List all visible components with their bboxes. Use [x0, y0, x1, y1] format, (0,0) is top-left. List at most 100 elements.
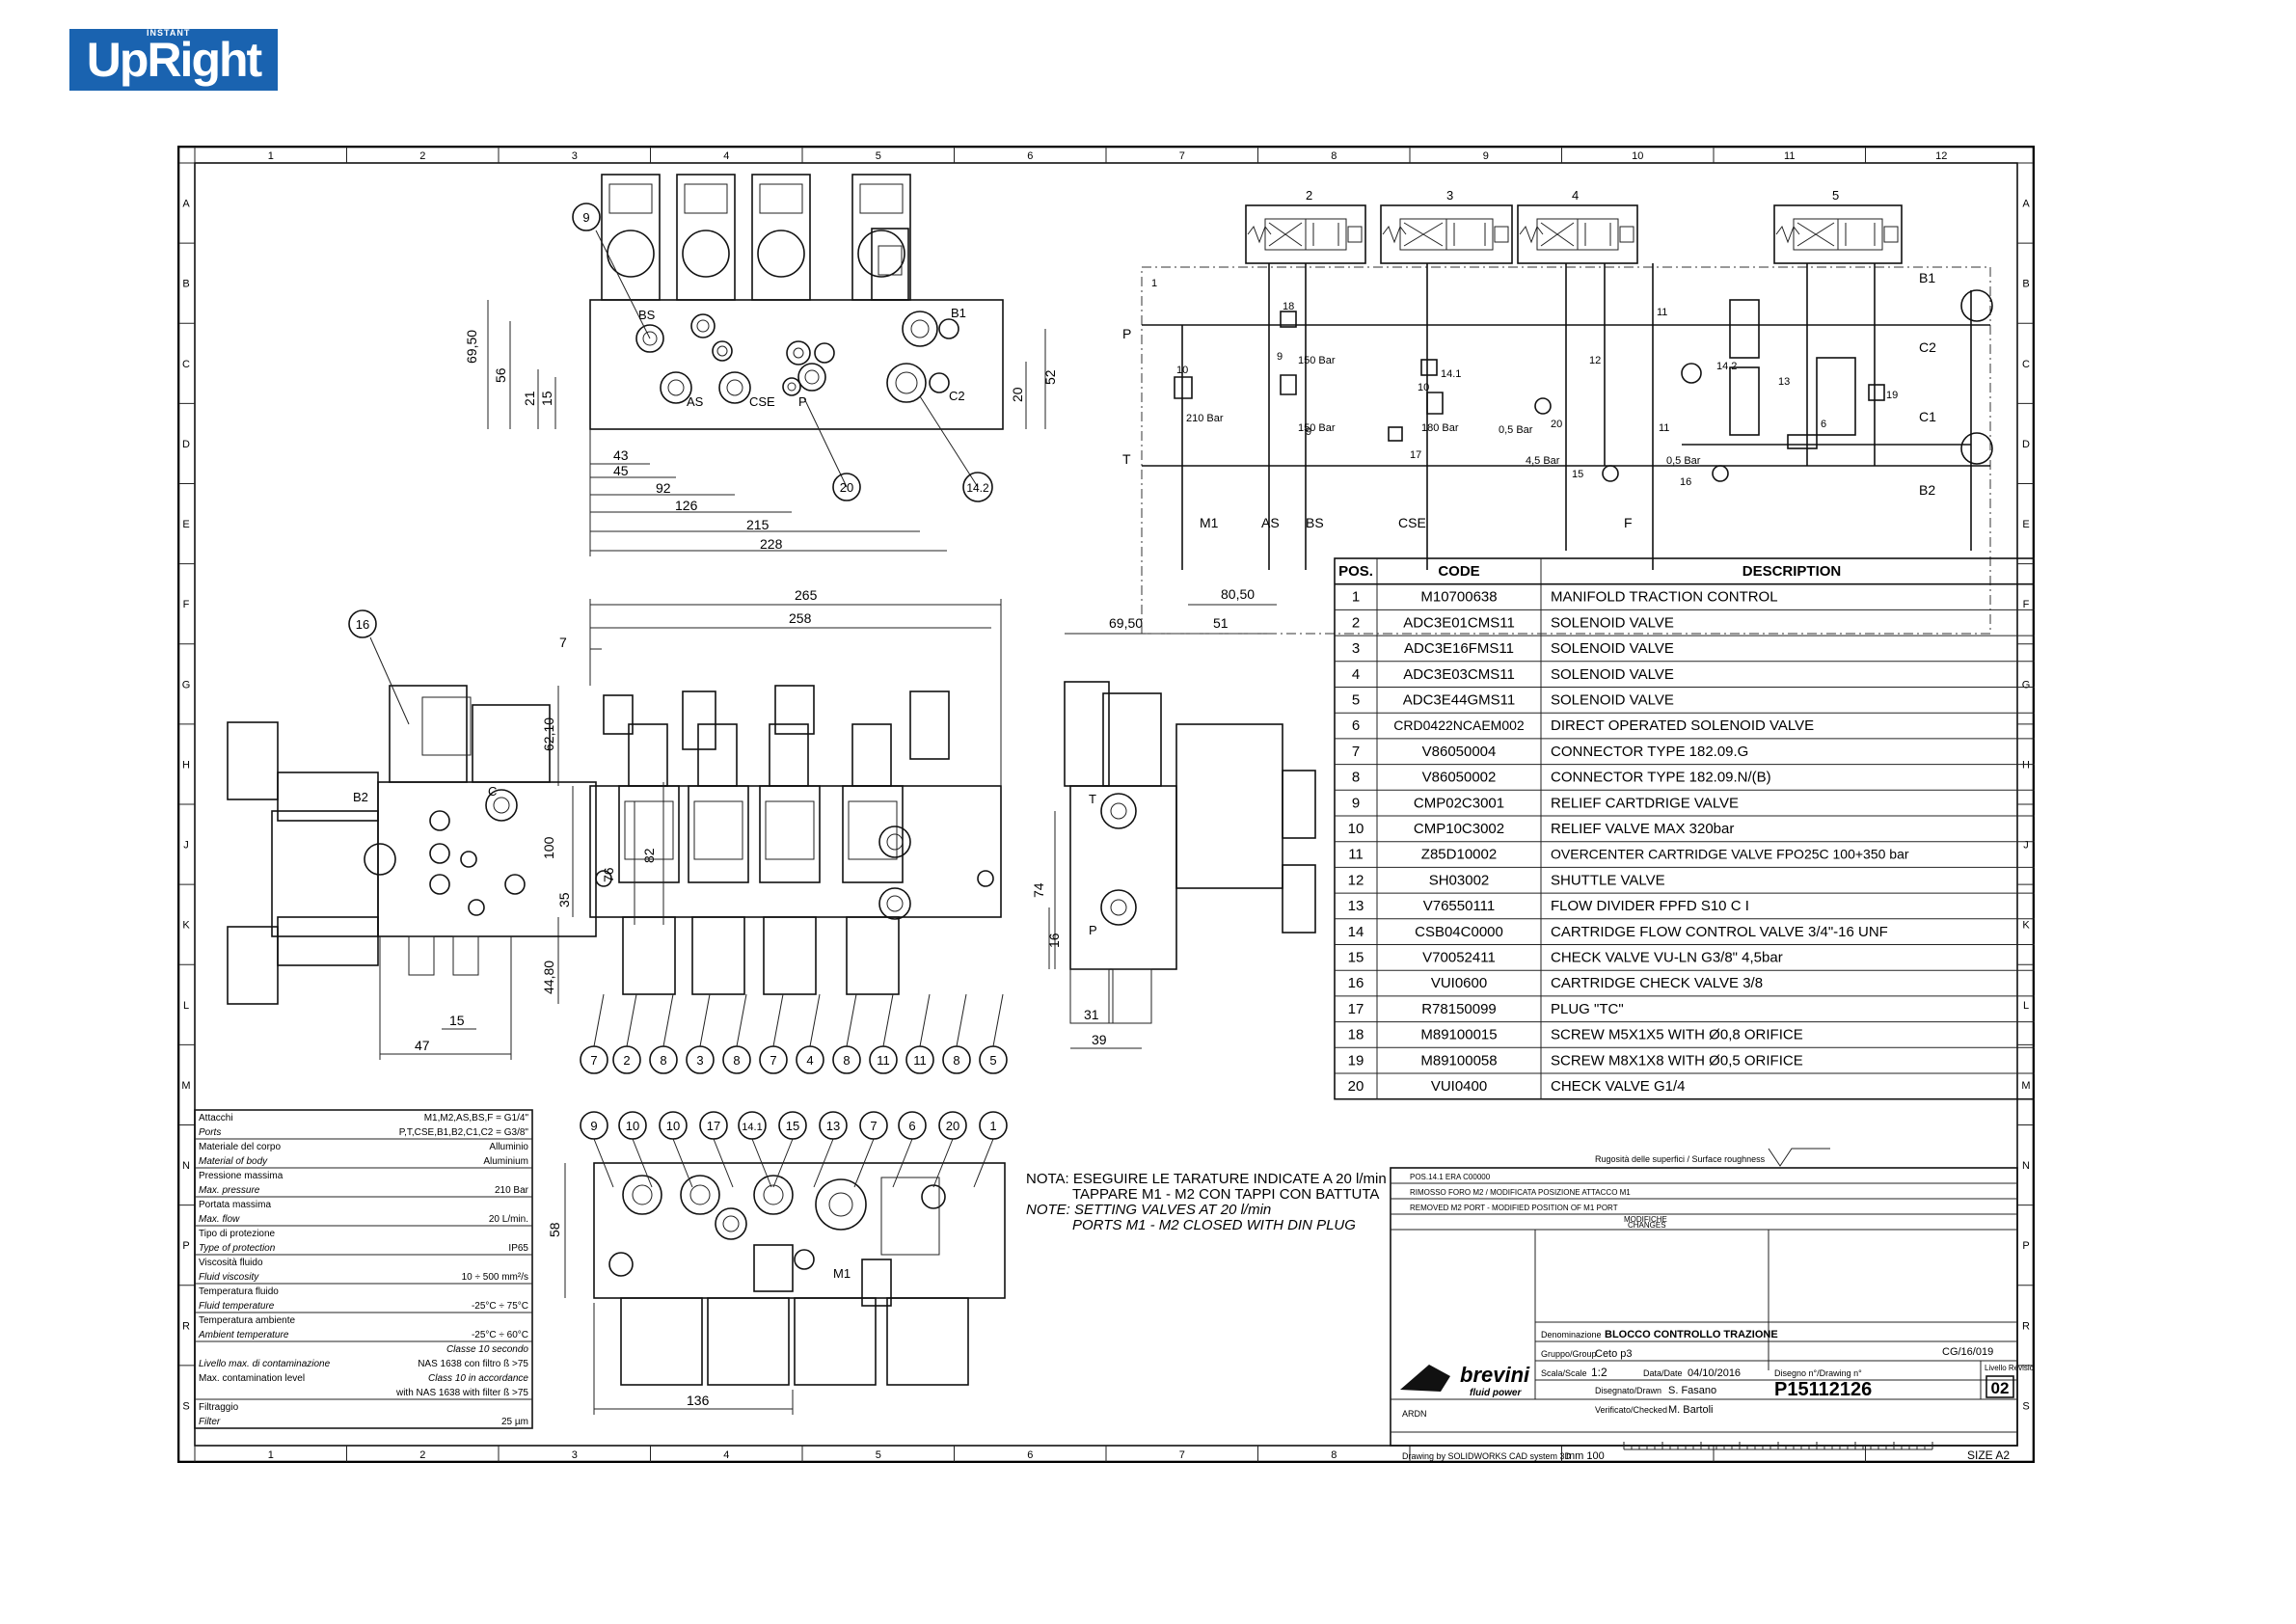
svg-text:9: 9 [582, 210, 589, 225]
spec-label: Filter [199, 1417, 221, 1427]
bom-cell-description: CONNECTOR TYPE 182.09.G [1551, 744, 1748, 760]
schematic-port-f: F [1624, 515, 1633, 530]
bom-cell-code: V70052411 [1422, 950, 1496, 966]
bom-cell-code: M10700638 [1420, 589, 1497, 606]
spec-row: Classe 10 secondo [446, 1344, 528, 1355]
grid-row-label-right: C [2022, 359, 2030, 370]
front-balloon: 2 [612, 1045, 641, 1074]
grid-col-label-bottom: 7 [1179, 1449, 1185, 1461]
bom-cell-pos: 4 [1352, 666, 1360, 683]
svg-text:8: 8 [843, 1053, 850, 1068]
schematic-item-label: 10 [1418, 382, 1429, 393]
grid-row-label-right: J [2023, 840, 2029, 852]
grid-row-label: R [182, 1320, 190, 1332]
bom-cell-code: M89100058 [1420, 1052, 1497, 1069]
grid-row-label-right: L [2023, 1000, 2029, 1012]
bom-cell-pos: 6 [1352, 717, 1360, 734]
svg-text:7: 7 [770, 1053, 776, 1068]
scale-bar-label: mm 100 [1566, 1450, 1605, 1462]
svg-text:14.2: 14.2 [966, 481, 989, 495]
grid-col-label-bottom: 1 [268, 1449, 274, 1461]
port-label-c: C [488, 784, 497, 798]
front-balloon: 11 [869, 1045, 898, 1074]
svg-text:6: 6 [908, 1119, 915, 1133]
spec-value: -25°C ÷ 75°C [472, 1301, 528, 1312]
grid-col-label: 7 [1179, 150, 1185, 162]
dim-62-10: 62,10 [541, 717, 556, 751]
spec-value: M1,M2,AS,BS,F = G1/4" [424, 1113, 529, 1123]
dim-126: 126 [675, 498, 698, 513]
bom-cell-code: CMP10C3002 [1414, 821, 1504, 837]
cad-footer: Drawing by SOLIDWORKS CAD system 3D [1402, 1451, 1572, 1461]
balloon-20-top: 20 [832, 473, 861, 501]
grid-row-label: N [182, 1160, 190, 1172]
bom-cell-description: SHUTTLE VALVE [1551, 872, 1665, 888]
dim-258: 258 [789, 610, 812, 626]
spec-value: -25°C ÷ 60°C [472, 1330, 528, 1340]
brevini-logo-text: brevini [1460, 1363, 1530, 1387]
svg-text:14.1: 14.1 [742, 1122, 762, 1133]
grid-row-label-right: E [2022, 519, 2029, 530]
schematic-valve-4 [1517, 204, 1638, 264]
spec-value: NAS 1638 con filtro ß >75 [418, 1359, 528, 1369]
stabilimento-value: ARDN [1402, 1409, 1427, 1419]
spec-label: Max. contamination level [199, 1373, 305, 1384]
spec-label: Material of body [199, 1156, 268, 1167]
grid-col-label-bottom: 3 [572, 1449, 578, 1461]
bom-cell-code: ADC3E03CMS11 [1403, 666, 1515, 683]
grid-row-label-right: N [2022, 1160, 2030, 1172]
spec-value: 20 L/min. [489, 1214, 528, 1225]
bom-cell-pos: 17 [1348, 1001, 1364, 1017]
bottom-balloon: 10 [659, 1111, 688, 1140]
bom-cell-description: SCREW M8X1X8 WITH Ø0,5 ORIFICE [1551, 1052, 1803, 1069]
schematic-item-label: 0,5 Bar [1666, 455, 1701, 467]
spec-row: Temperatura fluido [199, 1286, 279, 1297]
bottom-balloon: 7 [859, 1111, 888, 1140]
grid-row-label: F [183, 599, 190, 610]
logo-subtext: INSTANT [147, 28, 191, 38]
grid-row-label: B [182, 279, 189, 290]
bom-cell-description: SCREW M5X1X5 WITH Ø0,8 ORIFICE [1551, 1027, 1803, 1043]
grid-col-label: 10 [1632, 150, 1643, 162]
svg-text:9: 9 [590, 1119, 597, 1133]
bom-cell-description: PLUG "TC" [1551, 1001, 1624, 1017]
grid-col-label-bottom: 4 [723, 1449, 729, 1461]
svg-text:4: 4 [806, 1053, 813, 1068]
svg-text:8: 8 [733, 1053, 740, 1068]
bom-cell-pos: 1 [1352, 589, 1360, 606]
bom-cell-pos: 20 [1348, 1078, 1364, 1095]
grid-row-label-right: P [2022, 1240, 2029, 1252]
dim-47: 47 [415, 1038, 430, 1053]
dim-39: 39 [1092, 1032, 1107, 1047]
grid-col-label: 11 [1784, 150, 1795, 162]
schematic-item-label: 6 [1821, 419, 1826, 430]
schematic-item-label: 13 [1778, 376, 1790, 388]
dim-58: 58 [547, 1222, 562, 1237]
bom-cell-pos: 7 [1352, 744, 1360, 760]
denominazione-label: Denominazione [1541, 1330, 1602, 1340]
verificato-value: M. Bartoli [1668, 1404, 1713, 1416]
svg-text:20: 20 [840, 480, 853, 495]
svg-text:10: 10 [666, 1119, 680, 1133]
spec-row: with NAS 1638 with filter ß >75 [395, 1388, 528, 1398]
spec-value: Class 10 in accordance [428, 1373, 528, 1384]
dim-31: 31 [1084, 1007, 1099, 1022]
bom-header-pos: POS. [1338, 563, 1373, 580]
front-balloon: 7 [759, 1045, 788, 1074]
verificato-label: Verificato/Checked [1595, 1405, 1667, 1415]
svg-text:8: 8 [953, 1053, 959, 1068]
balloon-14-2-top: 14.2 [962, 472, 993, 502]
dim-92: 92 [656, 480, 671, 496]
gruppo-label: Gruppo/Group [1541, 1349, 1597, 1359]
left-view-body [377, 781, 597, 937]
svg-text:15: 15 [786, 1119, 799, 1133]
grid-row-label-right: K [2022, 920, 2030, 932]
